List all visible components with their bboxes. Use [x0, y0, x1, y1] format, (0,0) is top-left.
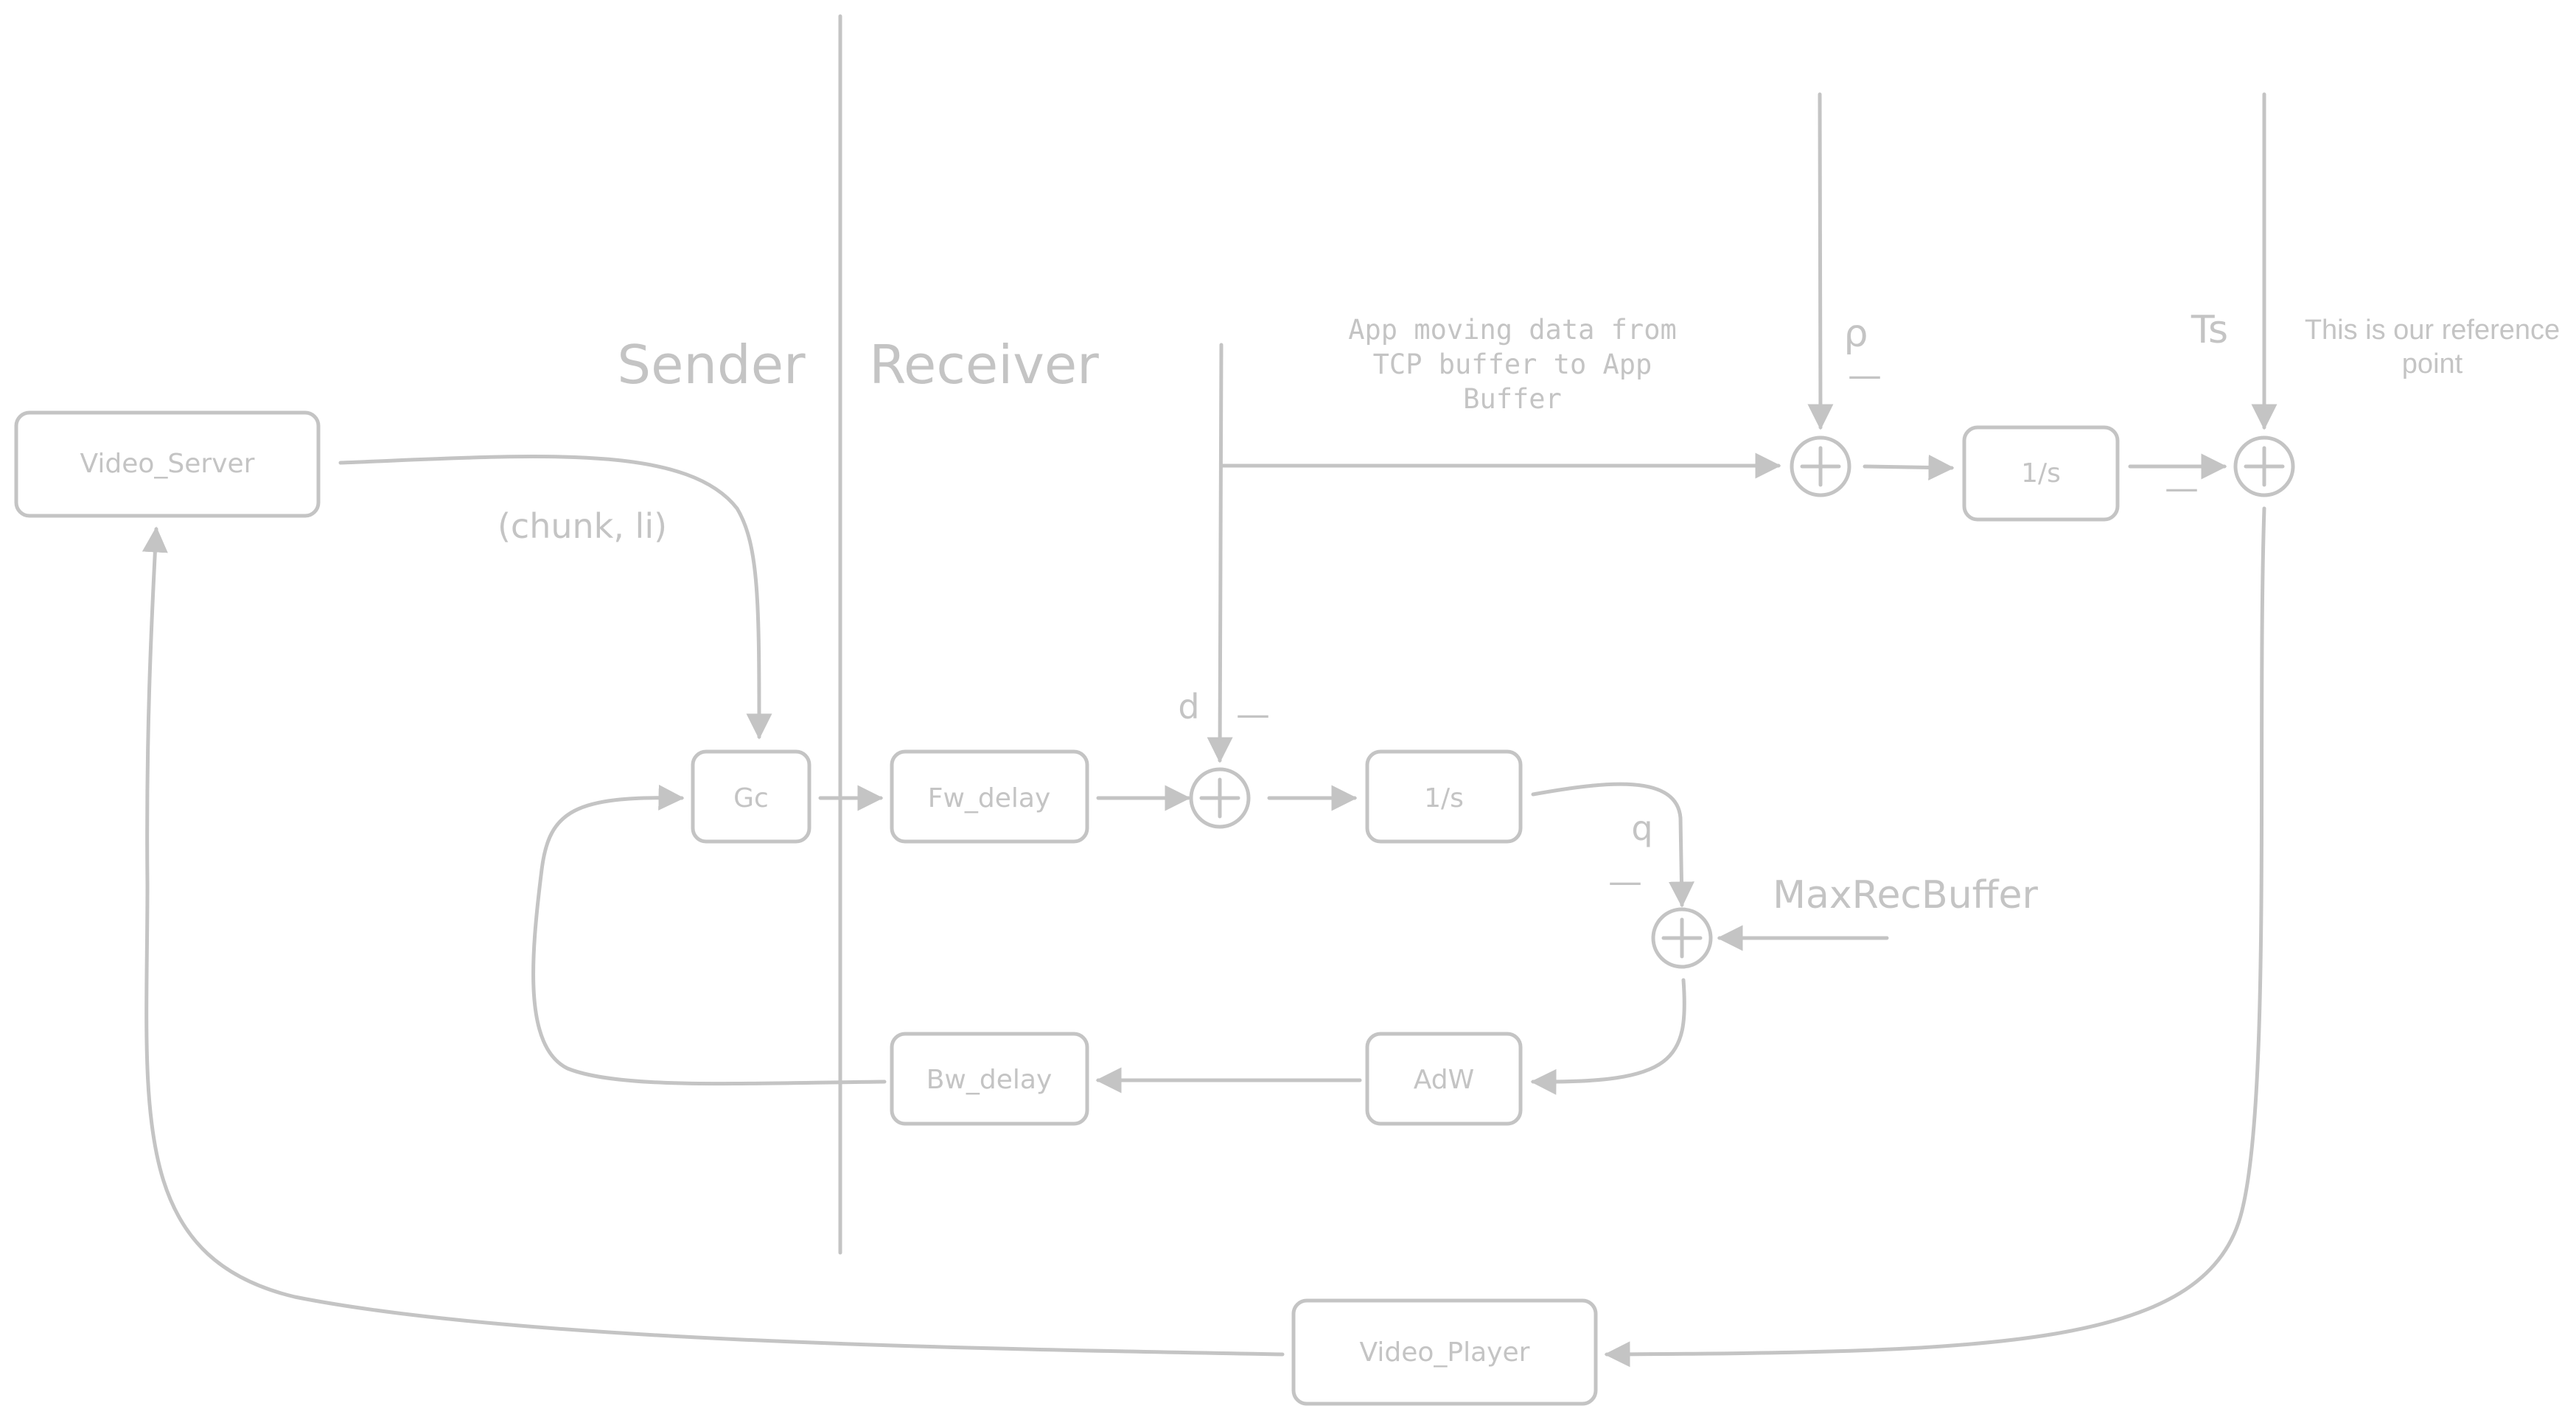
ts-minus-sign: —: [2165, 468, 2199, 508]
maxrecbuffer-label: MaxRecBuffer: [1773, 873, 2038, 917]
rho-label: ρ: [1843, 312, 1868, 356]
adw-label: AdW: [1414, 1065, 1474, 1095]
d-label: d: [1178, 687, 1199, 727]
server-to-gc-arrow: [338, 455, 772, 740]
video-player-block: [1291, 1298, 1598, 1406]
sum-q-to-adw-arrow: [1530, 978, 1686, 1095]
video-player-to-server-arrow: [142, 526, 1285, 1357]
rho-minus-sign: —: [1848, 355, 1882, 395]
d-minus-sign: —: [1236, 694, 1270, 734]
sum-junction-ts: [2233, 435, 2295, 497]
integrator-q-to-sum-q-arrow: [1531, 782, 1694, 908]
bwdelay-to-gc-arrow: [531, 784, 887, 1086]
app-moving-note-line2: TCP buffer to App: [1373, 349, 1652, 380]
adw-block: [1365, 1032, 1523, 1126]
bw-delay-block: [890, 1032, 1089, 1126]
fw-delay-label: Fw_delay: [928, 783, 1051, 814]
q-minus-sign: —: [1608, 861, 1642, 901]
reference-note-line2: point: [2402, 349, 2463, 379]
integrator-q-block: [1365, 749, 1523, 844]
fw-delay-block: [890, 749, 1089, 844]
ts-label: Ts: [2191, 308, 2228, 352]
d-input-arrow: [1207, 343, 1233, 763]
sum-junction-rho: [1790, 435, 1851, 497]
sum-junction-d: [1189, 767, 1251, 829]
video-server-block: [14, 410, 321, 518]
gc-block: [691, 749, 811, 844]
q-label: q: [1631, 808, 1652, 848]
sum-junction-q: [1651, 907, 1713, 969]
ts-to-video-player-arrow: [1604, 506, 2266, 1368]
integrator-q-label: 1/s: [1424, 783, 1464, 814]
bw-delay-label: Bw_delay: [926, 1065, 1053, 1095]
rho-input-arrow: [1807, 92, 1834, 430]
integrator-ts-block: [1962, 425, 2120, 522]
integrator-ts-label: 1/s: [2021, 458, 2061, 489]
receiver-header: Receiver: [869, 334, 1099, 396]
rho-sum-to-integrator-ts-arrow: [1863, 454, 1955, 480]
app-moving-note-line3: Buffer: [1463, 383, 1562, 415]
chunk-label: (chunk, li): [498, 506, 667, 546]
video-player-label: Video_Player: [1360, 1337, 1530, 1368]
gc-label: Gc: [733, 783, 769, 814]
sender-header: Sender: [617, 334, 806, 396]
app-moving-note-line1: App moving data from: [1348, 314, 1677, 346]
reference-note-line1: This is our reference: [2305, 315, 2560, 346]
video-server-label: Video_Server: [80, 449, 255, 479]
